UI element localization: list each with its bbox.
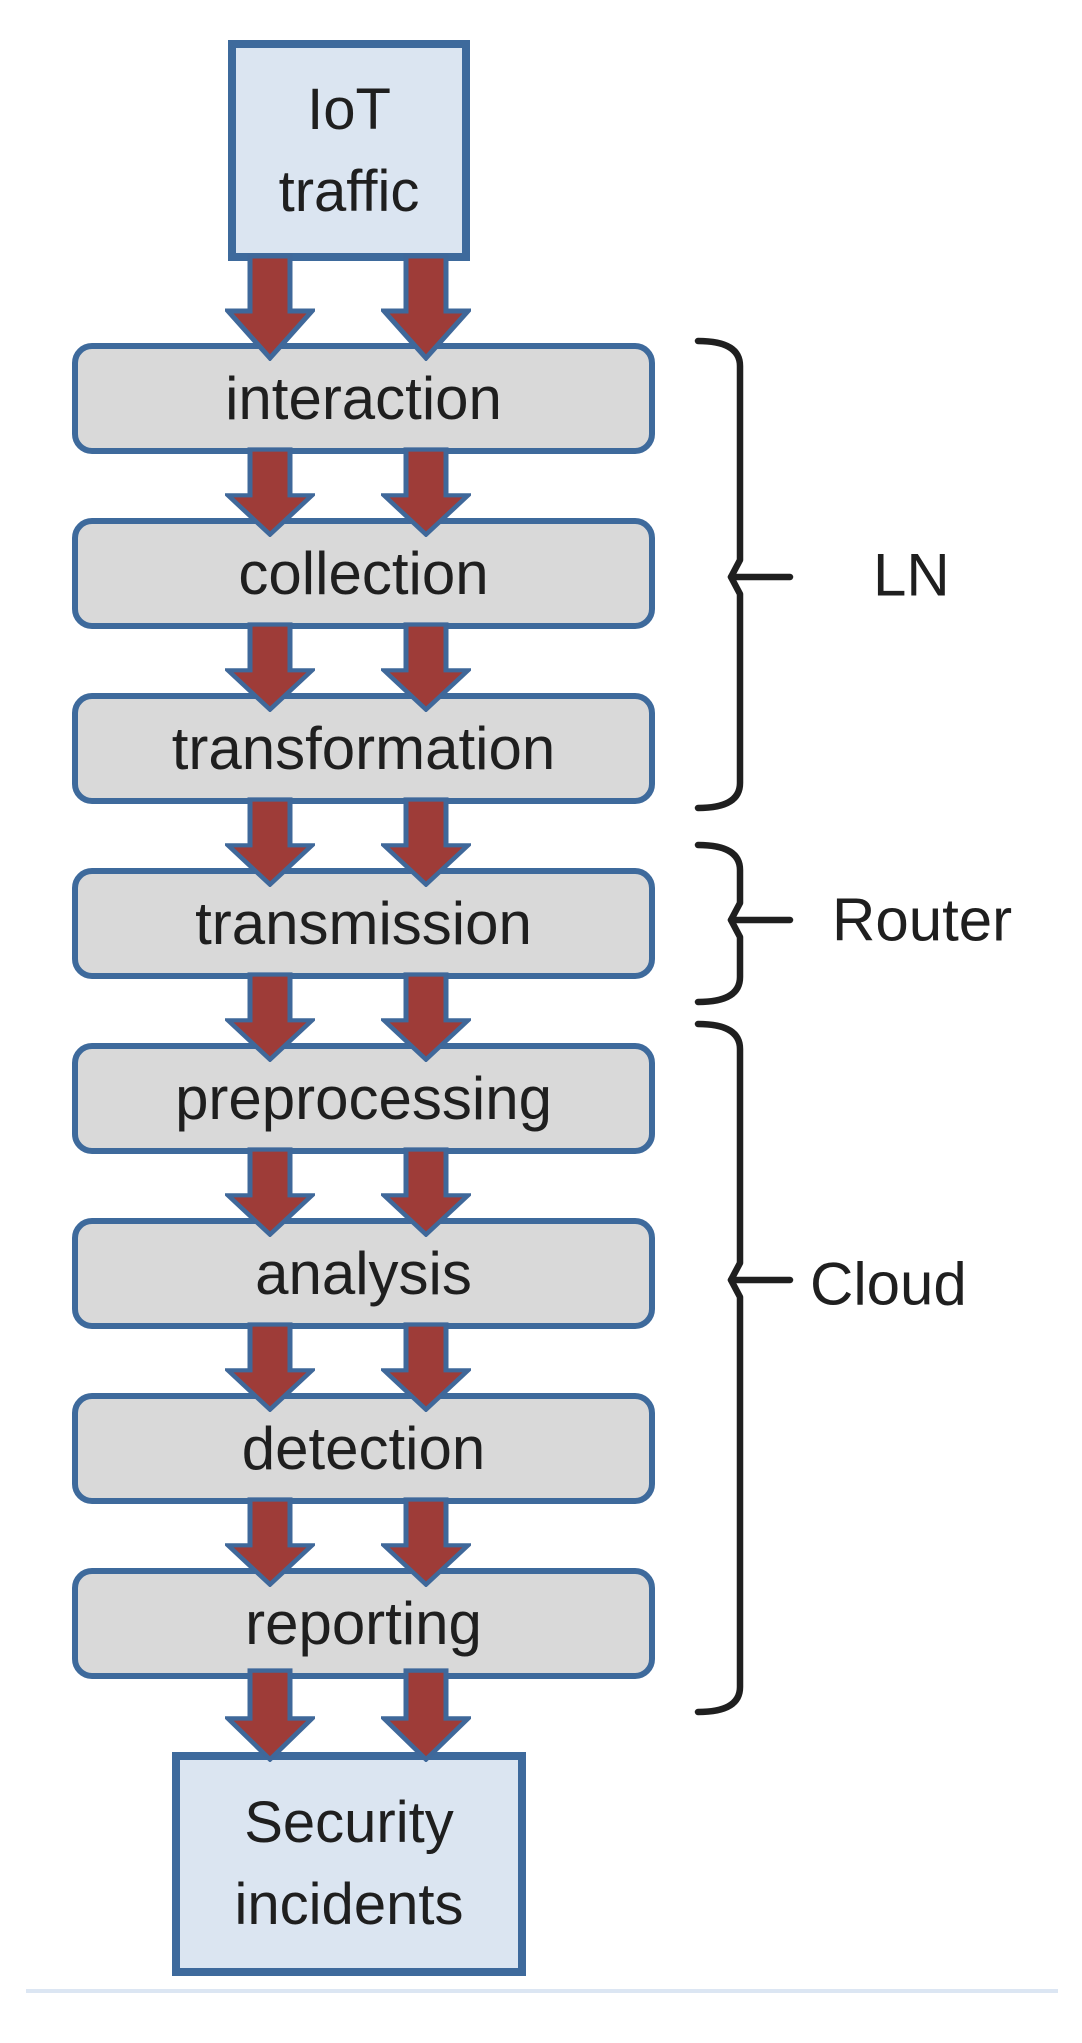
stage-box-interaction: interaction [72, 343, 655, 454]
stage-label: preprocessing [175, 1065, 552, 1132]
group-label-ln: LN [873, 541, 950, 609]
node-iot-traffic: IoT traffic [228, 40, 470, 261]
stage-box-transformation: transformation [72, 693, 655, 804]
node-iot-traffic-line2: traffic [278, 158, 420, 224]
stage-label: collection [238, 540, 489, 607]
stage-label: analysis [255, 1240, 472, 1307]
brace-router [694, 841, 744, 1006]
bottom-rule [26, 1989, 1058, 1993]
stage-box-detection: detection [72, 1393, 655, 1504]
stage-box-analysis: analysis [72, 1218, 655, 1329]
group-label-cloud: Cloud [810, 1250, 967, 1318]
stage-label: transformation [171, 715, 556, 782]
stage-box-reporting: reporting [72, 1568, 655, 1679]
stage-box-preprocessing: preprocessing [72, 1043, 655, 1154]
brace-cloud [694, 1020, 744, 1716]
brace-ln [694, 337, 744, 812]
stage-label: detection [241, 1415, 486, 1482]
stage-box-transmission: transmission [72, 868, 655, 979]
flow-arrow [384, 1671, 468, 1760]
stage-label: reporting [245, 1590, 482, 1657]
stage-box-collection: collection [72, 518, 655, 629]
group-label-router: Router [832, 886, 1013, 954]
node-security-incidents: Security incidents [172, 1752, 526, 1976]
flow-arrow [228, 1671, 312, 1760]
stage-label: interaction [225, 365, 502, 432]
node-security-incidents-line1: Security [244, 1790, 454, 1855]
node-security-incidents-line2: incidents [234, 1872, 464, 1937]
stage-label: transmission [195, 890, 532, 957]
node-iot-traffic-line1: IoT [307, 76, 391, 142]
